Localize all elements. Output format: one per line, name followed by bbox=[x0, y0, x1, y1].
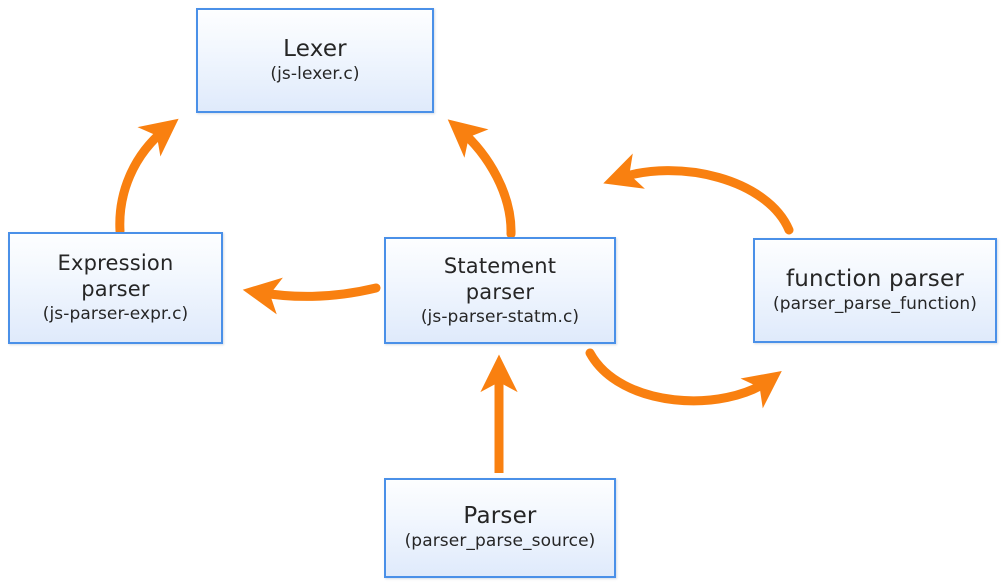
node-expression-parser[interactable]: Expression parser (js-parser-expr.c) bbox=[8, 232, 223, 344]
node-expression-parser-subtitle: (js-parser-expr.c) bbox=[42, 304, 189, 324]
node-parser-title: Parser bbox=[463, 503, 537, 529]
arrow-function-to-statement bbox=[603, 153, 794, 235]
node-parser[interactable]: Parser (parser_parse_source) bbox=[384, 478, 616, 578]
arrow-statement-to-lexer bbox=[447, 119, 516, 239]
node-parser-subtitle: (parser_parse_source) bbox=[404, 531, 596, 551]
node-lexer-subtitle: (js-lexer.c) bbox=[270, 63, 360, 84]
node-lexer-title: Lexer bbox=[283, 35, 347, 62]
node-lexer[interactable]: Lexer (js-lexer.c) bbox=[196, 8, 434, 113]
arrow-statement-to-function bbox=[585, 348, 782, 409]
node-function-parser-subtitle: (parser_parse_function) bbox=[772, 293, 978, 314]
arrow-statement-to-expression bbox=[242, 277, 381, 315]
node-expression-parser-title: Expression parser bbox=[57, 251, 174, 301]
node-statement-parser-subtitle: (js-parser-statm.c) bbox=[420, 306, 580, 327]
node-function-parser-title: function parser bbox=[785, 265, 964, 292]
node-function-parser[interactable]: function parser (parser_parse_function) bbox=[753, 238, 997, 343]
arrow-expression-to-lexer bbox=[115, 118, 179, 236]
node-statement-parser[interactable]: Statement parser (js-parser-statm.c) bbox=[384, 237, 616, 344]
node-statement-parser-title: Statement parser bbox=[443, 253, 557, 304]
